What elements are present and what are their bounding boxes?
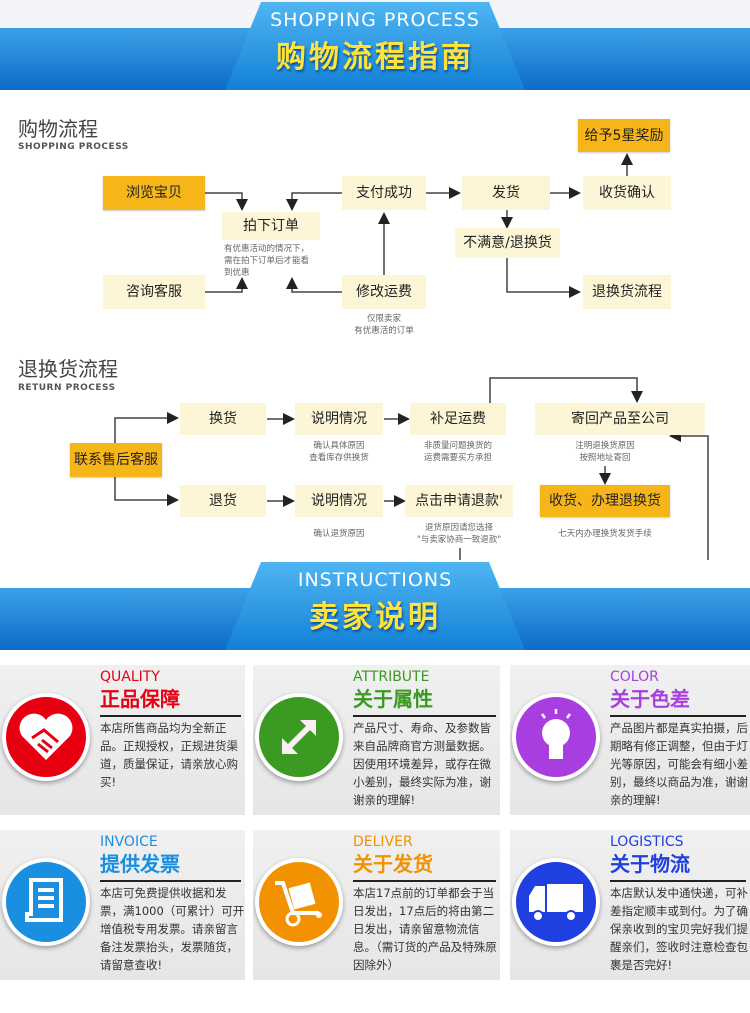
info-card-deliver: DELIVER 关于发货 本店17点前的订单都会于当日发出，17点后的将由第二日…: [253, 830, 500, 980]
note-line: 非质量问题换货的: [423, 441, 492, 451]
card-en-title: DELIVER: [353, 834, 413, 850]
note-line: 有优惠活的订单: [354, 326, 414, 336]
card-text: 本店默认发中通快递，可补差指定顺丰或到付。为了确保亲收到的宝贝完好我们提醒亲们，…: [610, 886, 748, 972]
info-card-logistics: LOGISTICS 关于物流 本店默认发中通快递，可补差指定顺丰或到付。为了确保…: [510, 830, 750, 980]
divider: [100, 880, 241, 882]
step-return-flow: 退换货流程: [583, 275, 671, 309]
divider: [353, 715, 496, 717]
info-card-color: COLOR 关于色差 产品图片都是真实拍摄，后期略有修正调整，但由于灯光等原因，…: [510, 665, 750, 815]
step-explain: 说明情况: [295, 485, 383, 517]
modify-note: 仅限卖家有优惠活的订单: [335, 313, 433, 337]
divider: [100, 715, 241, 717]
card-text: 产品图片都是真实拍摄，后期略有修正调整，但由于灯光等原因，可能会有细小差别，最终…: [610, 721, 748, 807]
light-bulb-icon: [512, 693, 600, 781]
explain-note: 确认具体原因查看库存供换货: [295, 440, 383, 464]
divider: [610, 880, 746, 882]
step-modify-freight: 修改运费: [342, 275, 426, 309]
divider: [610, 715, 746, 717]
banner-title: 购物流程指南: [276, 40, 474, 75]
card-en-title: LOGISTICS: [610, 834, 684, 850]
shopping-guide-banner: SHOPPING PROCESS 购物流程指南: [0, 0, 750, 90]
instructions-banner: INSTRUCTIONS 卖家说明: [0, 560, 750, 650]
sendback-note: 注明退换货原因按照地址寄回: [540, 440, 670, 464]
step-order: 拍下订单: [222, 212, 320, 240]
note-line: 确认具体原因: [313, 441, 365, 451]
step-explain: 说明情况: [295, 403, 383, 435]
card-text: 本店所售商品均为全新正品。正规授权，正规进货渠道，质量保证，请亲放心购买!: [100, 721, 238, 789]
card-text: 产品尺寸、寿命、及参数皆来自品牌商官方测量数据。因使用环境差异，或存在微小差别，…: [353, 721, 491, 807]
step-ship: 发货: [462, 176, 550, 210]
note-line: 按照地址寄回: [579, 453, 631, 463]
step-browse: 浏览宝贝: [103, 176, 205, 210]
freight-note: 非质量问题换货的运费需要买方承担: [410, 440, 506, 464]
card-en-title: INVOICE: [100, 834, 158, 850]
card-cn-title: 关于发货: [353, 852, 433, 876]
card-cn-title: 关于属性: [353, 687, 433, 711]
step-consult: 咨询客服: [103, 275, 205, 309]
note-line: 仅限卖家: [366, 314, 401, 324]
step-paid: 支付成功: [342, 176, 426, 210]
step-freight: 补足运费: [410, 403, 506, 435]
step-receive: 收货确认: [583, 176, 671, 210]
step-five-star: 给予5星奖励: [578, 119, 670, 152]
truck-icon: [512, 858, 600, 946]
step-apply-refund: 点击申请退款': [405, 485, 513, 517]
step-send-back: 寄回产品至公司: [535, 403, 705, 435]
card-cn-title: 提供发票: [100, 852, 180, 876]
banner-title: 卖家说明: [309, 600, 441, 635]
step-exchange: 换货: [180, 403, 266, 435]
order-note: 有优惠活动的情况下，需在拍下订单后才能看到优惠: [224, 244, 310, 278]
info-card-quality: QUALITY 正品保障 本店所售商品均为全新正品。正规授权，正规进货渠道，质量…: [0, 665, 245, 815]
step-contact-service: 联系售后客服: [70, 443, 162, 477]
explain-note: 确认退货原因: [313, 529, 365, 539]
handle-note: 七天内办理换货发货手续: [558, 529, 652, 539]
card-cn-title: 正品保障: [100, 687, 180, 711]
banner-subtitle: SHOPPING PROCESS: [270, 9, 480, 31]
receipt-icon: [2, 858, 90, 946]
section-subtitle: RETURN PROCESS: [18, 383, 116, 393]
card-en-title: QUALITY: [100, 669, 160, 685]
resize-arrow-icon: [255, 693, 343, 781]
card-en-title: ATTRIBUTE: [353, 669, 430, 685]
note-line: 运费需要买方承担: [423, 453, 492, 463]
info-card-attribute: ATTRIBUTE 关于属性 产品尺寸、寿命、及参数皆来自品牌商官方测量数据。因…: [253, 665, 500, 815]
handshake-heart-icon: [2, 693, 90, 781]
divider: [353, 880, 496, 882]
section-subtitle: SHOPPING PROCESS: [18, 142, 129, 152]
note-line: 退货原因请您选择: [424, 523, 493, 533]
step-handle-return: 收货、办理退换货: [540, 485, 670, 517]
card-text: 本店可免费提供收据和发票，满1000（可累计）可开增值税专用发票。请亲留言备注发…: [100, 886, 245, 972]
note-line: 注明退换货原因: [575, 441, 635, 451]
apply-note: 退货原因请您选择 "与卖家协商一致退款": [403, 522, 515, 546]
card-en-title: COLOR: [610, 669, 659, 685]
note-line: "与卖家协商一致退款": [416, 535, 502, 545]
step-unhappy: 不满意/退换货: [455, 228, 560, 258]
hand-truck-icon: [255, 858, 343, 946]
card-text: 本店17点前的订单都会于当日发出，17点后的将由第二日发出，请亲留意物流信息。（…: [353, 886, 497, 972]
card-cn-title: 关于色差: [610, 687, 690, 711]
banner-subtitle: INSTRUCTIONS: [297, 569, 453, 591]
step-refund: 退货: [180, 485, 266, 517]
note-line: 查看库存供换货: [309, 453, 369, 463]
section-title: 购物流程: [18, 117, 98, 141]
section-title: 退换货流程: [18, 357, 118, 381]
info-card-invoice: INVOICE 提供发票 本店可免费提供收据和发票，满1000（可累计）可开增值…: [0, 830, 245, 980]
card-cn-title: 关于物流: [610, 852, 690, 876]
